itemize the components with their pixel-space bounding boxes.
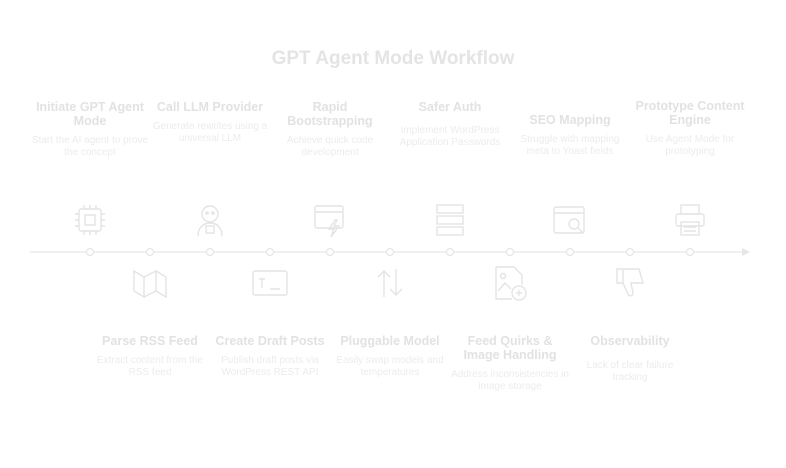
timeline-node — [385, 247, 395, 257]
timeline-node — [145, 247, 155, 257]
step-description: Publish draft posts via WordPress REST A… — [221, 355, 319, 378]
step-description: Lack of clear failure tracking — [586, 360, 674, 383]
step-call-llm: Call LLM Provider Generate rewrites usin… — [150, 100, 270, 145]
timeline-node — [505, 247, 515, 257]
step-seo-mapping: SEO Mapping Struggle with mapping meta t… — [510, 113, 630, 158]
step-description: Struggle with mapping meta to Yoast fiel… — [520, 134, 620, 157]
printer-icon — [670, 200, 710, 240]
step-title: Safer Auth — [418, 100, 482, 114]
step-initiate-agent: Initiate GPT Agent Mode Start the AI age… — [30, 100, 150, 159]
server-icon — [430, 200, 470, 240]
timeline-node — [625, 247, 635, 257]
step-title: Call LLM Provider — [156, 100, 264, 114]
step-observability: Observability Lack of clear failure trac… — [570, 334, 690, 384]
step-description: Start the AI agent to prove the concept — [31, 135, 149, 158]
step-description: Extract content from the RSS feed — [96, 355, 204, 378]
image-file-icon — [490, 263, 530, 303]
step-safer-auth: Safer Auth Implement WordPress Applicati… — [390, 100, 510, 149]
terminal-icon — [250, 263, 290, 303]
step-create-draft: Create Draft Posts Publish draft posts v… — [210, 334, 330, 379]
chip-icon — [70, 200, 110, 240]
rss-fold-icon — [130, 263, 170, 303]
step-title: SEO Mapping — [529, 113, 611, 127]
step-title: Pluggable Model — [340, 334, 440, 348]
step-rapid-bootstrapping: Rapid Bootstrapping Achieve quick code d… — [270, 100, 390, 159]
robot-icon — [190, 200, 230, 240]
step-title: Prototype Content Engine — [635, 99, 745, 127]
step-title: Rapid Bootstrapping — [287, 100, 373, 128]
fast-window-icon — [310, 200, 350, 240]
timeline-node — [325, 247, 335, 257]
step-title: Create Draft Posts — [215, 334, 325, 348]
step-title: Feed Quirks & Image Handling — [463, 334, 557, 362]
diagram-title: GPT Agent Mode Workflow — [271, 48, 515, 69]
step-pluggable-model: Pluggable Model Easily swap models and t… — [330, 334, 450, 379]
timeline-node — [565, 247, 575, 257]
swap-arrows-icon — [370, 263, 410, 303]
timeline-node — [85, 247, 95, 257]
step-prototype-engine: Prototype Content Engine Use Agent Mode … — [630, 99, 750, 158]
timeline-node — [445, 247, 455, 257]
timeline-node — [205, 247, 215, 257]
step-feed-quirks: Feed Quirks & Image Handling Address inc… — [450, 334, 570, 393]
step-description: Easily swap models and temperatures — [336, 355, 444, 378]
timeline-node — [265, 247, 275, 257]
thumbs-down-icon — [610, 263, 650, 303]
step-description: Address inconsistencies in image storage — [451, 369, 569, 392]
step-description: Generate rewrites using a universal LLM — [152, 121, 268, 144]
step-title: Observability — [590, 334, 670, 348]
step-title: Initiate GPT Agent Mode — [36, 100, 144, 128]
step-title: Parse RSS Feed — [102, 334, 198, 348]
step-description: Implement WordPress Application Password… — [399, 125, 501, 148]
timeline-node — [685, 247, 695, 257]
step-parse-rss: Parse RSS Feed Extract content from the … — [90, 334, 210, 379]
step-description: Achieve quick code development — [286, 135, 374, 158]
step-description: Use Agent Mode for prototyping — [645, 134, 735, 157]
search-window-icon — [550, 200, 590, 240]
